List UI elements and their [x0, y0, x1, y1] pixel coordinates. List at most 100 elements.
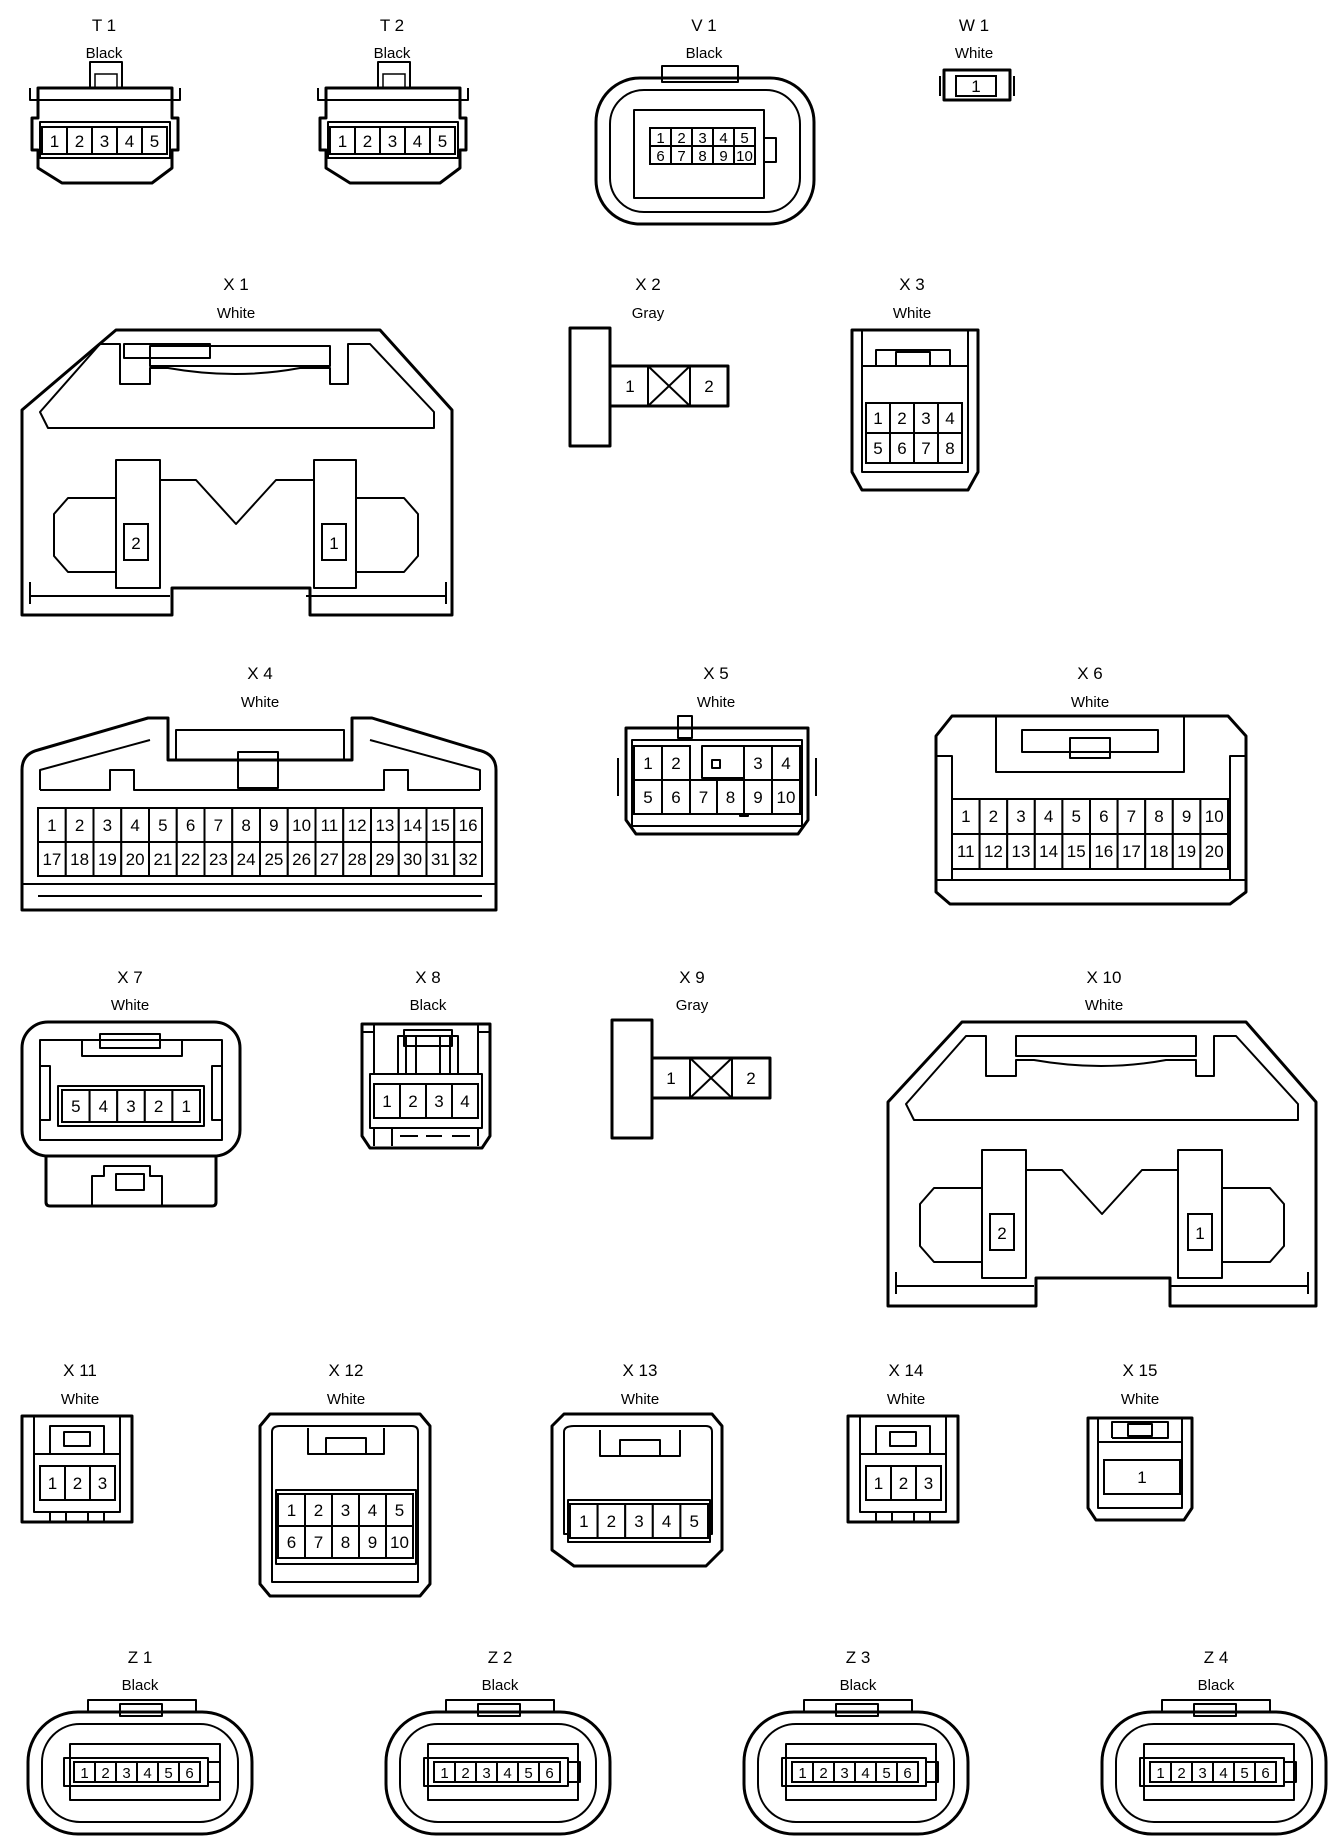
pin-label: 5	[1240, 1765, 1248, 1782]
lock-frame	[1111, 1421, 1169, 1439]
pin-cavity	[865, 1465, 892, 1501]
pin-label: 4	[719, 130, 727, 147]
connector-color: Black	[1198, 1677, 1235, 1694]
pin-label: 23	[209, 850, 228, 869]
cavity-frame	[1097, 1441, 1183, 1509]
connector-V1: V 1 Black 1 2 3 4 5 6 7 8 9 10	[594, 16, 816, 226]
pin-cavity	[89, 1465, 116, 1501]
connector-title: Z 3	[846, 1648, 871, 1667]
pin-cavity	[771, 745, 801, 781]
connector-housing	[20, 328, 454, 617]
connector-housing	[1100, 1710, 1328, 1836]
pin-label: 28	[348, 850, 367, 869]
pin-cavity	[39, 1465, 66, 1501]
housing-inner-wall	[757, 1723, 955, 1823]
pin-label: 11	[957, 842, 975, 861]
connector-title: X 4	[247, 664, 273, 683]
right-latch-arm	[477, 1024, 490, 1074]
cavity-frame	[369, 1073, 483, 1129]
pin-label: 31	[431, 850, 450, 869]
pin-label: 4	[99, 1097, 108, 1116]
pin-label: 4	[1044, 807, 1053, 826]
bottom-teeth	[862, 1511, 944, 1522]
pin-label: 2	[897, 409, 906, 428]
locking-tab	[835, 1703, 879, 1717]
pin-label: 1	[1137, 1468, 1146, 1487]
connector-Z1: Z 1 Black 1 2 3 4 5 6	[26, 1648, 254, 1836]
pin-label: 10	[292, 816, 311, 835]
connector-housing	[30, 86, 180, 185]
pin-grid: 1 2 3 4 5 6 7 8 9 10 11 12 13 14 15 16 1…	[951, 798, 1230, 870]
pin-cavity	[37, 841, 67, 877]
connector-color: White	[697, 694, 735, 711]
housing-flange	[939, 76, 1015, 96]
pin-label: 13	[375, 816, 394, 835]
pin-cavity	[661, 779, 691, 815]
connector-title: X 9	[679, 968, 705, 987]
pin-label: 4	[503, 1765, 511, 1782]
connector-housing	[742, 1710, 970, 1836]
connector-title: Z 2	[488, 1648, 513, 1667]
connector-housing	[1086, 1416, 1194, 1522]
pin-cavity	[596, 1503, 627, 1539]
connector-color: White	[1121, 1391, 1159, 1408]
left-pin-tower	[981, 1149, 1027, 1279]
pin-label: 1	[579, 1512, 588, 1531]
pin-label: 9	[1182, 807, 1191, 826]
connector-Z2: Z 2 Black 1 2 3 4 5 6	[384, 1648, 612, 1836]
pin-cavity	[397, 807, 428, 843]
connector-housing	[26, 1710, 254, 1836]
pin-cavity	[385, 1493, 414, 1527]
pin-label: 1	[287, 1501, 296, 1520]
pin-cavity	[951, 798, 981, 835]
connector-X6: X 6 White 1 2 3 4 5 6 7 8 9 10 11 12 13 …	[934, 664, 1248, 906]
pin-cavity	[385, 1525, 414, 1559]
pin-cavity	[88, 1089, 119, 1123]
pin-row: 1 2 3 4 5	[329, 126, 456, 155]
locking-tab	[661, 65, 739, 83]
pin-label: 18	[70, 850, 89, 869]
pin-label: 9	[753, 788, 762, 807]
pin-cavity	[569, 1503, 599, 1539]
pin-label: 2	[1177, 1765, 1185, 1782]
keyway	[763, 137, 777, 163]
pin-label: 4	[662, 1512, 671, 1531]
pin-cavity	[1254, 1761, 1277, 1783]
connector-housing	[942, 68, 1012, 102]
pin-cavity	[41, 126, 68, 155]
connector-housing	[384, 1710, 612, 1836]
keyway	[925, 1761, 939, 1783]
pin-cavity	[1033, 798, 1064, 835]
pin-label: 29	[375, 850, 394, 869]
connector-color: White	[893, 305, 931, 322]
pin-label: 6	[903, 1765, 911, 1782]
pin-label: 2	[607, 1512, 616, 1531]
pin-label: 8	[945, 439, 954, 458]
connector-color: Gray	[632, 305, 665, 322]
pin-label: 25	[264, 850, 283, 869]
blank-cavity-cross	[647, 365, 691, 407]
pin-cavity	[286, 841, 317, 877]
pin-label: 30	[403, 850, 422, 869]
connector-W1: W 1 White 1	[939, 16, 1015, 102]
pin-label: 1	[80, 1765, 88, 1782]
pin-cavity	[538, 1761, 561, 1783]
pin-label: 21	[153, 850, 172, 869]
pin-label: 8	[241, 816, 250, 835]
connector-color: White	[217, 305, 255, 322]
latch-frame	[81, 1040, 183, 1057]
pin-label: 3	[126, 1097, 135, 1116]
connector-housing	[20, 716, 498, 912]
bottom-teeth	[373, 1128, 479, 1146]
pin-label: 2	[704, 377, 713, 396]
right-pin-tower	[313, 459, 357, 589]
pin-cavity	[889, 432, 915, 464]
pin-row: 1 2 3 4	[373, 1083, 479, 1119]
blank-cavity-cross	[689, 1057, 733, 1099]
connector-housing	[550, 1412, 724, 1568]
pin-cavity	[64, 841, 95, 877]
pin-row: 1 2 3	[39, 1465, 116, 1501]
pin-row: 1 2 3 4 5	[569, 1503, 710, 1539]
pin-label: 4	[143, 1765, 151, 1782]
connector-title: X 11	[63, 1361, 97, 1380]
